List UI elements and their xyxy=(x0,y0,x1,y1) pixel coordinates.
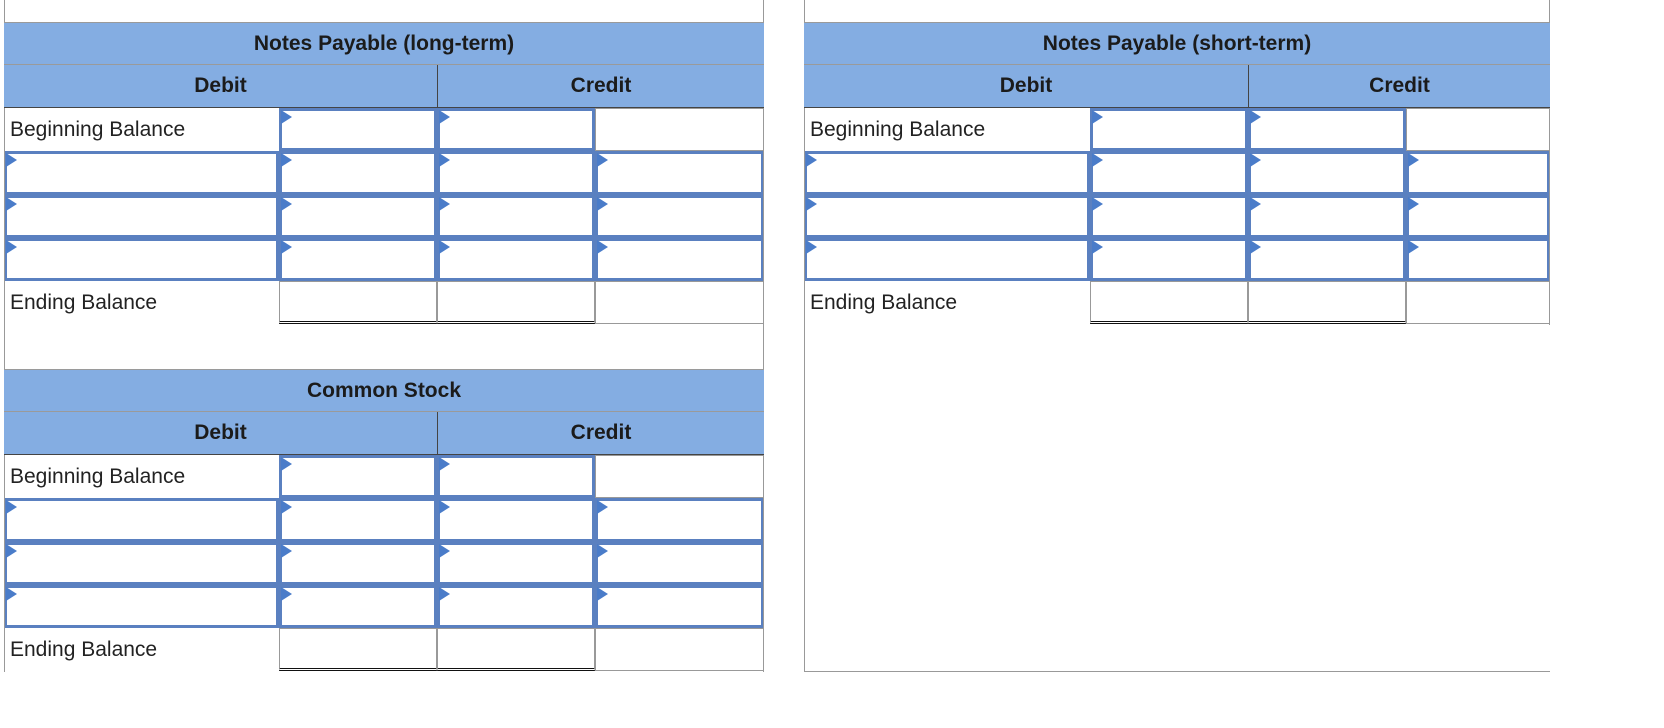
beginning-balance-label: Beginning Balance xyxy=(810,117,986,141)
entry-debit-amount-input[interactable] xyxy=(279,151,437,195)
entry-credit-amount-input[interactable] xyxy=(595,498,764,542)
entry-credit-amount-input[interactable] xyxy=(595,151,764,195)
debit-header: Debit xyxy=(804,65,1248,108)
beginning-credit-input[interactable] xyxy=(1248,108,1406,152)
entry-debit-amount-input[interactable] xyxy=(279,541,437,585)
entry-credit-amount-input[interactable] xyxy=(595,584,764,629)
debit-header: Debit xyxy=(4,65,437,108)
ending-blank-cell xyxy=(1406,281,1550,325)
ending-balance-label: Ending Balance xyxy=(810,290,958,314)
right-border xyxy=(763,455,764,672)
entry-credit-account-select[interactable] xyxy=(437,584,595,629)
entry-credit-amount-input[interactable] xyxy=(595,237,764,282)
beginning-credit-input[interactable] xyxy=(437,108,595,152)
ending-debit-total xyxy=(279,628,437,672)
entry-credit-account-select[interactable] xyxy=(437,237,595,282)
entry-debit-amount-input[interactable] xyxy=(279,237,437,282)
panel-divider xyxy=(804,325,805,671)
credit-header: Credit xyxy=(1248,65,1550,108)
left-border xyxy=(4,108,5,325)
entry-debit-account-select[interactable] xyxy=(4,151,279,195)
ending-blank-cell xyxy=(595,281,764,325)
entry-debit-account-select[interactable] xyxy=(4,541,279,585)
account-title: Notes Payable (short-term) xyxy=(804,22,1550,65)
ending-balance-label: Ending Balance xyxy=(10,637,158,661)
bottom-rule xyxy=(804,671,1550,672)
beginning-blank-cell xyxy=(595,108,764,152)
credit-header: Credit xyxy=(437,412,764,455)
entry-debit-account-select[interactable] xyxy=(804,151,1090,195)
spacer-row xyxy=(4,0,764,22)
ending-balance-label: Ending Balance xyxy=(10,290,158,314)
entry-credit-account-select[interactable] xyxy=(1248,194,1406,238)
entry-debit-amount-input[interactable] xyxy=(1090,237,1248,282)
entry-debit-amount-input[interactable] xyxy=(1090,194,1248,238)
beginning-debit-input[interactable] xyxy=(1090,108,1248,152)
ending-blank-cell xyxy=(595,628,764,672)
entry-debit-account-select[interactable] xyxy=(4,194,279,238)
ending-credit-total xyxy=(437,281,595,325)
ending-credit-total xyxy=(437,628,595,672)
entry-credit-account-select[interactable] xyxy=(1248,151,1406,195)
entry-debit-account-select[interactable] xyxy=(4,584,279,629)
left-border xyxy=(4,455,5,672)
entry-debit-amount-input[interactable] xyxy=(279,584,437,629)
entry-credit-amount-input[interactable] xyxy=(595,541,764,585)
entry-debit-account-select[interactable] xyxy=(4,498,279,542)
beginning-balance-label: Beginning Balance xyxy=(10,117,186,141)
right-border xyxy=(763,108,764,325)
entry-debit-amount-input[interactable] xyxy=(1090,151,1248,195)
entry-debit-account-select[interactable] xyxy=(804,194,1090,238)
entry-credit-account-select[interactable] xyxy=(437,541,595,585)
entry-credit-account-select[interactable] xyxy=(437,498,595,542)
credit-header: Credit xyxy=(437,65,764,108)
account-title: Notes Payable (long-term) xyxy=(4,22,764,65)
entry-credit-amount-input[interactable] xyxy=(1406,151,1550,195)
beginning-blank-cell xyxy=(595,455,764,499)
ending-debit-total xyxy=(1090,281,1248,325)
left-border xyxy=(804,108,805,325)
entry-credit-amount-input[interactable] xyxy=(595,194,764,238)
beginning-balance-label: Beginning Balance xyxy=(10,464,186,488)
entry-debit-account-select[interactable] xyxy=(4,237,279,282)
entry-debit-account-select[interactable] xyxy=(804,237,1090,282)
spacer-row xyxy=(4,347,764,369)
right-border xyxy=(1549,108,1550,325)
beginning-debit-input[interactable] xyxy=(279,455,437,499)
entry-debit-amount-input[interactable] xyxy=(279,498,437,542)
account-title: Common Stock xyxy=(4,369,764,412)
entry-credit-account-select[interactable] xyxy=(437,194,595,238)
gap-left-border xyxy=(4,325,5,347)
beginning-blank-cell xyxy=(1406,108,1550,152)
entry-debit-amount-input[interactable] xyxy=(279,194,437,238)
gap-right-border xyxy=(763,325,764,347)
beginning-credit-input[interactable] xyxy=(437,455,595,499)
entry-credit-account-select[interactable] xyxy=(437,151,595,195)
ending-credit-total xyxy=(1248,281,1406,325)
ending-debit-total xyxy=(279,281,437,325)
entry-credit-amount-input[interactable] xyxy=(1406,194,1550,238)
beginning-debit-input[interactable] xyxy=(279,108,437,152)
entry-credit-account-select[interactable] xyxy=(1248,237,1406,282)
entry-credit-amount-input[interactable] xyxy=(1406,237,1550,282)
debit-header: Debit xyxy=(4,412,437,455)
spacer-row xyxy=(804,0,1550,22)
